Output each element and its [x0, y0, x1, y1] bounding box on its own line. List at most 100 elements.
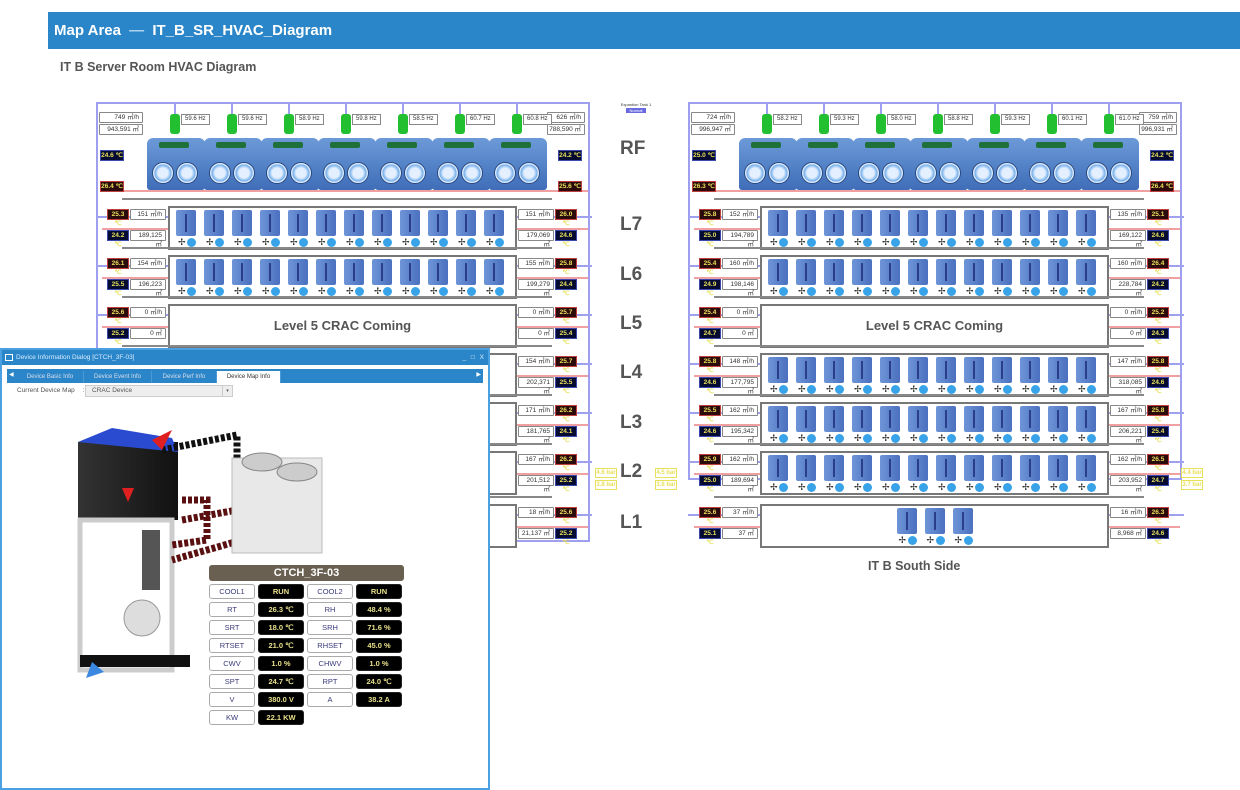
- crac-unit[interactable]: [908, 210, 928, 236]
- crac-unit[interactable]: [908, 455, 928, 481]
- tab-device-map-info[interactable]: Device Map Info: [217, 371, 281, 383]
- crac-unit[interactable]: [428, 210, 448, 236]
- cooling-tower[interactable]: [375, 132, 437, 192]
- crac-unit[interactable]: [768, 455, 788, 481]
- cooling-tower[interactable]: [318, 132, 380, 192]
- crac-unit[interactable]: [1048, 455, 1068, 481]
- crac-unit[interactable]: [1076, 406, 1096, 432]
- crac-unit[interactable]: [768, 259, 788, 285]
- crac-unit[interactable]: [372, 259, 392, 285]
- maximize-button[interactable]: □: [470, 354, 475, 361]
- crac-unit[interactable]: [796, 406, 816, 432]
- crac-unit[interactable]: [824, 455, 844, 481]
- crac-unit[interactable]: [796, 357, 816, 383]
- crac-unit[interactable]: [456, 259, 476, 285]
- crac-unit[interactable]: [852, 357, 872, 383]
- crac-unit[interactable]: [796, 455, 816, 481]
- pump-icon[interactable]: [170, 114, 180, 134]
- crac-unit[interactable]: [1076, 259, 1096, 285]
- pump-icon[interactable]: [1047, 114, 1057, 134]
- crac-unit[interactable]: [288, 259, 308, 285]
- crac-unit[interactable]: [964, 259, 984, 285]
- crac-unit[interactable]: [768, 357, 788, 383]
- crac-unit[interactable]: [1076, 455, 1096, 481]
- cooling-tower[interactable]: [967, 132, 1029, 192]
- crac-unit[interactable]: [456, 210, 476, 236]
- crac-unit[interactable]: [964, 406, 984, 432]
- tabs-scroll-right-icon[interactable]: ▶: [476, 372, 481, 378]
- crac-unit[interactable]: [936, 406, 956, 432]
- crac-unit[interactable]: [908, 259, 928, 285]
- tab-device-basic-info[interactable]: Device Basic Info: [17, 371, 84, 383]
- crac-unit[interactable]: [992, 455, 1012, 481]
- crac-unit[interactable]: [924, 508, 945, 534]
- crac-unit[interactable]: [880, 210, 900, 236]
- crac-unit[interactable]: [484, 259, 504, 285]
- crac-unit[interactable]: [880, 259, 900, 285]
- crac-unit[interactable]: [880, 406, 900, 432]
- crac-unit[interactable]: [936, 259, 956, 285]
- pump-icon[interactable]: [398, 114, 408, 134]
- crac-unit[interactable]: [796, 259, 816, 285]
- cooling-tower[interactable]: [489, 132, 551, 192]
- crac-unit[interactable]: [852, 210, 872, 236]
- minimize-button[interactable]: _: [462, 354, 467, 361]
- crac-unit[interactable]: [232, 210, 252, 236]
- cooling-tower[interactable]: [147, 132, 209, 192]
- crac-unit[interactable]: [880, 455, 900, 481]
- crac-unit[interactable]: [1020, 406, 1040, 432]
- crac-unit[interactable]: [400, 259, 420, 285]
- crac-unit[interactable]: [936, 455, 956, 481]
- crac-unit[interactable]: [964, 357, 984, 383]
- crac-unit[interactable]: [824, 406, 844, 432]
- crac-unit[interactable]: [232, 259, 252, 285]
- crac-unit[interactable]: [344, 259, 364, 285]
- cooling-tower[interactable]: [432, 132, 494, 192]
- crac-unit[interactable]: [908, 357, 928, 383]
- cooling-tower[interactable]: [261, 132, 323, 192]
- crac-unit[interactable]: [964, 455, 984, 481]
- crac-unit[interactable]: [288, 210, 308, 236]
- crac-unit[interactable]: [936, 357, 956, 383]
- crac-unit[interactable]: [1048, 210, 1068, 236]
- pump-icon[interactable]: [990, 114, 1000, 134]
- crac-unit[interactable]: [204, 259, 224, 285]
- tabs-scroll-left-icon[interactable]: ◀: [9, 372, 14, 378]
- device-map-select[interactable]: CRAC Device ▾: [85, 385, 233, 397]
- crac-unit[interactable]: [1076, 210, 1096, 236]
- crac-unit[interactable]: [484, 210, 504, 236]
- tab-device-perf-info[interactable]: Device Perf Info: [152, 371, 217, 383]
- crac-unit[interactable]: [952, 508, 973, 534]
- pump-icon[interactable]: [1104, 114, 1114, 134]
- close-button[interactable]: X: [479, 354, 484, 361]
- dialog-titlebar[interactable]: Device Information Dialog [CTCH_3F-03] _…: [2, 350, 488, 365]
- crac-unit[interactable]: [824, 357, 844, 383]
- pump-icon[interactable]: [512, 114, 522, 134]
- crac-unit[interactable]: [176, 259, 196, 285]
- crac-unit[interactable]: [896, 508, 917, 534]
- expansion-tank[interactable]: Expantion Tank 1 Normal: [620, 102, 652, 114]
- crac-unit[interactable]: [992, 210, 1012, 236]
- crac-unit[interactable]: [852, 259, 872, 285]
- crac-unit[interactable]: [824, 210, 844, 236]
- pump-icon[interactable]: [455, 114, 465, 134]
- crac-unit[interactable]: [936, 210, 956, 236]
- pump-icon[interactable]: [227, 114, 237, 134]
- crac-unit[interactable]: [768, 406, 788, 432]
- crac-unit[interactable]: [908, 406, 928, 432]
- crac-unit[interactable]: [1076, 357, 1096, 383]
- crac-unit[interactable]: [992, 406, 1012, 432]
- crac-unit[interactable]: [204, 210, 224, 236]
- crac-unit[interactable]: [964, 210, 984, 236]
- cooling-tower[interactable]: [204, 132, 266, 192]
- crac-unit[interactable]: [428, 259, 448, 285]
- crac-unit[interactable]: [880, 357, 900, 383]
- crac-unit[interactable]: [400, 210, 420, 236]
- crac-unit[interactable]: [1020, 259, 1040, 285]
- cooling-tower[interactable]: [1024, 132, 1086, 192]
- cooling-tower[interactable]: [853, 132, 915, 192]
- pump-icon[interactable]: [876, 114, 886, 134]
- crac-unit[interactable]: [372, 210, 392, 236]
- crac-unit[interactable]: [260, 210, 280, 236]
- crac-unit[interactable]: [1020, 210, 1040, 236]
